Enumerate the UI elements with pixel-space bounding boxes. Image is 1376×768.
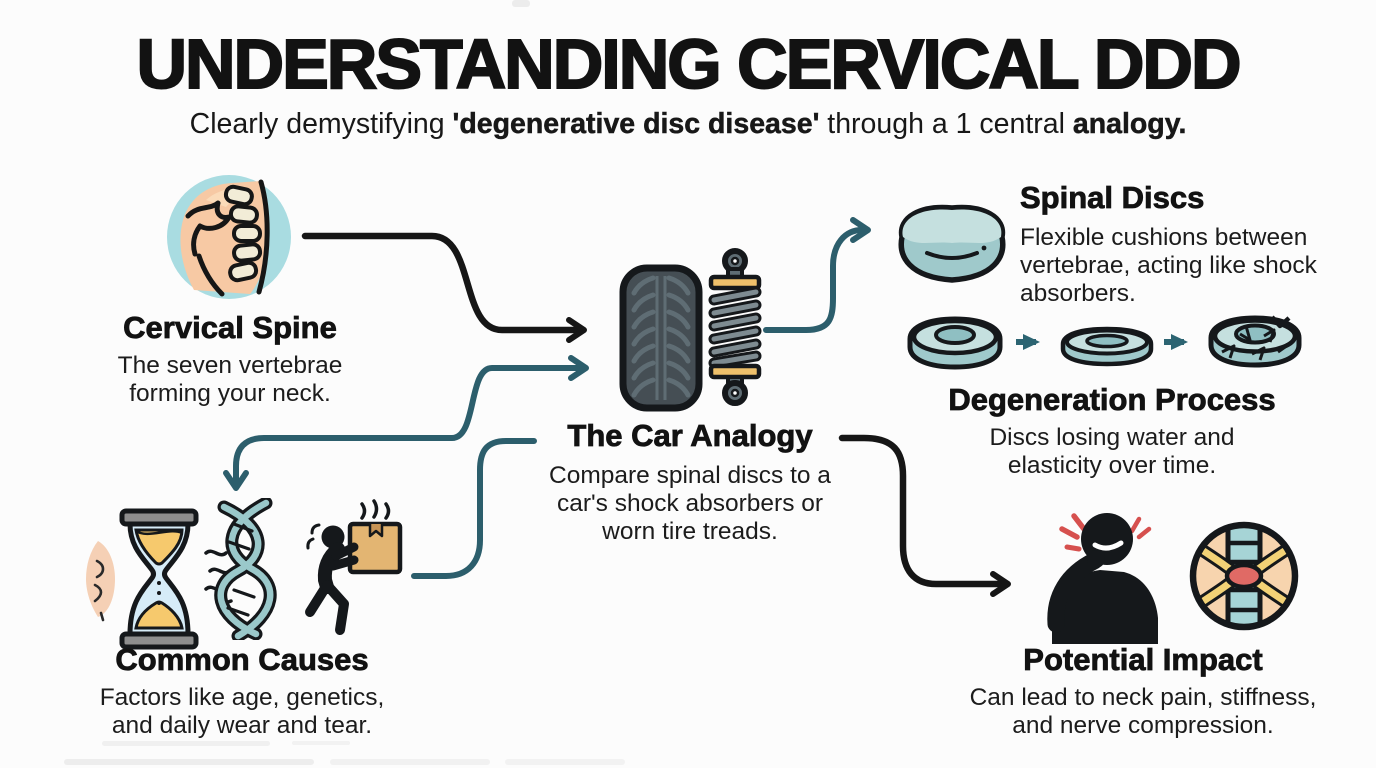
lifting-box-person-icon bbox=[305, 499, 403, 635]
description-line: Compare spinal discs to a bbox=[549, 462, 831, 489]
description-line: The seven vertebrae bbox=[117, 352, 343, 379]
faint-artifact bbox=[64, 759, 314, 765]
cervical-spine-description: The seven vertebrae forming your neck. bbox=[65, 352, 395, 408]
description-line: Factors like age, genetics, bbox=[99, 684, 385, 711]
spinal-disc-icon bbox=[898, 204, 1006, 283]
description-line: vertebrae, acting like shock bbox=[1020, 252, 1317, 279]
vertebrae bbox=[223, 184, 263, 283]
healthy-disc-icon bbox=[907, 316, 1003, 370]
description-line: Discs losing water and bbox=[989, 424, 1235, 451]
description-line: absorbers. bbox=[1020, 280, 1136, 307]
page-subtitle: Clearly demystifying 'degenerative disc … bbox=[0, 108, 1376, 141]
faint-artifact bbox=[512, 0, 530, 7]
car-analogy-title: The Car Analogy bbox=[567, 418, 813, 454]
cracked-disc-icon bbox=[1208, 315, 1302, 368]
arrow-car-to-spinal-discs bbox=[763, 217, 871, 333]
spinal-discs-description: Flexible cushions between vertebrae, act… bbox=[1020, 224, 1360, 308]
description-line: forming your neck. bbox=[129, 380, 331, 407]
shock-absorber-icon bbox=[708, 248, 762, 406]
dna-icon bbox=[214, 498, 277, 640]
description-line: worn tire treads. bbox=[602, 518, 778, 545]
description-line: elasticity over time. bbox=[1007, 452, 1217, 479]
subtitle-part-bold: analogy. bbox=[1072, 108, 1187, 141]
car-analogy-description: Compare spinal discs to a car's shock ab… bbox=[520, 462, 860, 546]
description-line: car's shock absorbers or bbox=[556, 490, 824, 517]
faint-artifact bbox=[102, 741, 270, 746]
description-line: and nerve compression. bbox=[1012, 712, 1274, 739]
description-line: Can lead to neck pain, stiffness, bbox=[969, 684, 1317, 711]
description-line: and daily wear and tear. bbox=[111, 712, 373, 739]
cervical-spine-icon bbox=[167, 175, 291, 299]
faint-artifact bbox=[330, 759, 490, 765]
tire-tread-icon bbox=[619, 264, 703, 412]
thinning-disc-icon bbox=[1060, 326, 1154, 367]
potential-impact-description: Can lead to neck pain, stiffness, and ne… bbox=[943, 684, 1343, 740]
neck-pain-person-icon bbox=[1047, 513, 1158, 644]
connector-car-label-down bbox=[411, 438, 537, 579]
cervical-spine-title: Cervical Spine bbox=[123, 310, 337, 346]
common-causes-title: Common Causes bbox=[115, 642, 369, 678]
subtitle-part: through a 1 central bbox=[819, 108, 1073, 140]
common-causes-description: Factors like age, genetics, and daily we… bbox=[42, 684, 442, 740]
faint-artifact bbox=[505, 759, 625, 765]
nerve-compression-icon bbox=[1189, 521, 1299, 631]
page-title: UNDERSTANDING CERVICAL DDD bbox=[135, 24, 1242, 104]
degeneration-process-title: Degeneration Process bbox=[948, 382, 1276, 418]
potential-impact-title: Potential Impact bbox=[1023, 642, 1263, 678]
aging-hourglass-icon bbox=[86, 508, 233, 650]
description-line: Flexible cushions between bbox=[1020, 224, 1308, 251]
degeneration-process-description: Discs losing water and elasticity over t… bbox=[962, 424, 1262, 480]
faint-artifact bbox=[292, 741, 350, 745]
spinal-discs-title: Spinal Discs bbox=[1020, 180, 1205, 216]
subtitle-part: Clearly demystifying bbox=[189, 108, 453, 140]
subtitle-part-bold: 'degenerative disc disease' bbox=[452, 108, 820, 141]
